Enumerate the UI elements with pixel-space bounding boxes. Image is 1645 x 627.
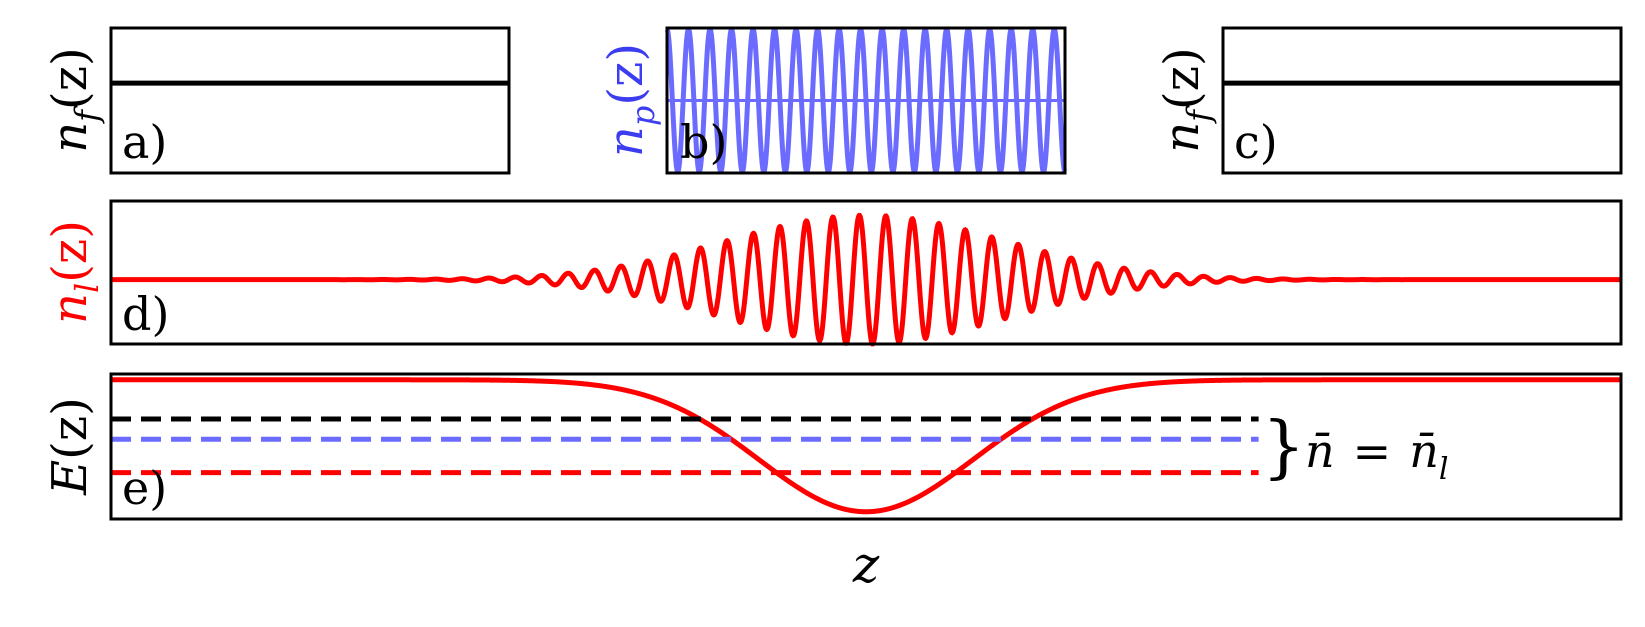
xlabel-e: z: [852, 536, 880, 594]
ylabel-d-arg: (z): [42, 220, 98, 283]
panel-c: c) nf(z): [1154, 26, 1623, 175]
panel-label-c: c): [1234, 115, 1278, 169]
annotation-equation: n̄=n̄l: [1305, 424, 1448, 487]
ylabel-d-sub: l: [68, 283, 106, 293]
ylabel-e-base: E: [42, 460, 98, 496]
ylabel-e-arg: (z): [42, 397, 98, 460]
ylabel-a-arg: (z): [42, 47, 98, 110]
panel-label-d: d): [122, 287, 169, 341]
frame-a: [109, 26, 511, 175]
series-e-0: [111, 377, 1621, 515]
ylabel-e: E(z): [42, 397, 98, 496]
brace-annotation: }: [1262, 408, 1305, 487]
ylabel-b: np(z): [598, 43, 662, 157]
series-d-0: [111, 212, 1621, 347]
ylabel-c: nf(z): [1154, 47, 1218, 153]
annotation-rhs: n̄: [1409, 424, 1439, 478]
ylabel-c-arg: (z): [1154, 47, 1210, 110]
ylabel-d-base: n: [42, 293, 98, 324]
ylabel-a-base: n: [42, 122, 98, 153]
annotation-lhs: n̄: [1305, 424, 1335, 478]
panel-label-a: a): [122, 115, 167, 169]
plot-area-e: [111, 377, 1621, 515]
ylabel-a: nf(z): [42, 47, 106, 153]
ylabel-b-base: n: [598, 126, 654, 157]
plot-area-b: [665, 26, 1067, 175]
ylabel-c-base: n: [1154, 122, 1210, 153]
frame-b: [665, 26, 1067, 175]
frame-e: [109, 372, 1623, 521]
panel-a: a) nf(z): [42, 26, 511, 175]
frame-c: [1221, 26, 1623, 175]
annotation-equals: =: [1353, 424, 1392, 478]
panel-d: d) nl(z): [42, 199, 1623, 347]
plot-area-d: [111, 212, 1621, 347]
panel-label-b: b): [680, 115, 727, 169]
ylabel-b-sub: p: [624, 106, 662, 126]
ylabel-d: nl(z): [42, 220, 106, 324]
panel-b: b) np(z): [598, 26, 1067, 175]
ylabel-b-arg: (z): [598, 43, 654, 106]
panel-e: e) E(z) } n̄=n̄l z: [42, 372, 1623, 594]
panel-label-e: e): [122, 461, 167, 515]
annotation-rhs-sub: l: [1439, 452, 1449, 487]
frame-d: [109, 199, 1623, 346]
